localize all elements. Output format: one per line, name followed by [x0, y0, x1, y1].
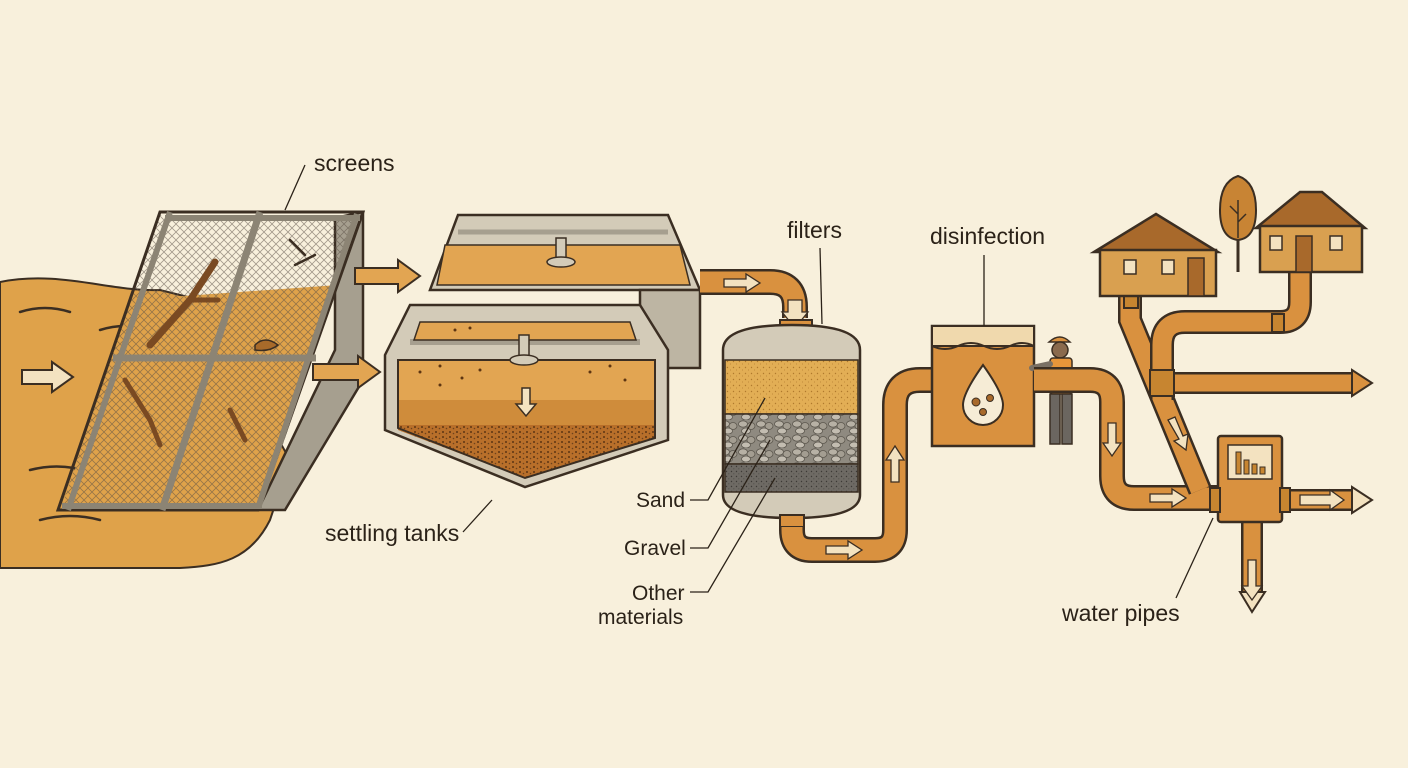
- disinfection-label: disinfection: [930, 223, 1045, 249]
- water-pipes-leader: [1175, 517, 1214, 599]
- other-materials-label-line1: Other: [632, 582, 685, 605]
- sand-label: Sand: [636, 489, 685, 512]
- tree-icon: [1218, 174, 1258, 272]
- flow-arrow-icon: [723, 272, 762, 294]
- water-meter: [1209, 434, 1291, 524]
- water-pipes-label: water pipes: [1061, 600, 1180, 626]
- bar-chart-icon: [1235, 451, 1266, 475]
- settling-tanks-unit: [383, 213, 702, 489]
- flow-arrow-icon: [312, 354, 382, 390]
- flow-arrow-icon: [1149, 487, 1188, 509]
- filters-leader: [819, 247, 823, 325]
- flow-arrow-icon: [354, 258, 422, 294]
- sand-leader: [690, 397, 766, 501]
- flow-arrow-icon: [884, 444, 906, 483]
- gravel-label: Gravel: [624, 537, 686, 560]
- gravel-leader: [690, 439, 771, 549]
- pipe-tank-to-filter: [700, 269, 810, 330]
- flow-arrow-icon: [1299, 488, 1346, 512]
- settling-tanks-leader: [462, 499, 493, 533]
- house-left: [1089, 212, 1223, 298]
- bacteria-icon: [971, 394, 994, 416]
- pipe-filter-to-disinfection: [779, 367, 932, 563]
- other-materials-label-line2: materials: [598, 606, 683, 629]
- water-drop-icon: [961, 363, 1005, 426]
- screens-leader: [284, 164, 306, 211]
- flow-arrow-icon: [1167, 416, 1189, 452]
- distribution-pipes: [1034, 270, 1374, 614]
- filters-label: filters: [787, 217, 842, 243]
- flow-arrow-icon: [1101, 422, 1123, 458]
- flow-arrow-icon: [1240, 559, 1264, 602]
- filter-vessel: [721, 319, 862, 528]
- screens-unit: [55, 210, 366, 512]
- settling-arrow-icon: [514, 387, 538, 418]
- settling-tanks-label: settling tanks: [325, 520, 459, 546]
- flow-arrow-icon: [21, 360, 75, 394]
- disinfection-tank: [930, 324, 1036, 448]
- screens-label: screens: [314, 150, 395, 176]
- house-right: [1252, 190, 1369, 274]
- other-materials-leader: [690, 477, 776, 593]
- flow-arrow-icon: [825, 539, 864, 561]
